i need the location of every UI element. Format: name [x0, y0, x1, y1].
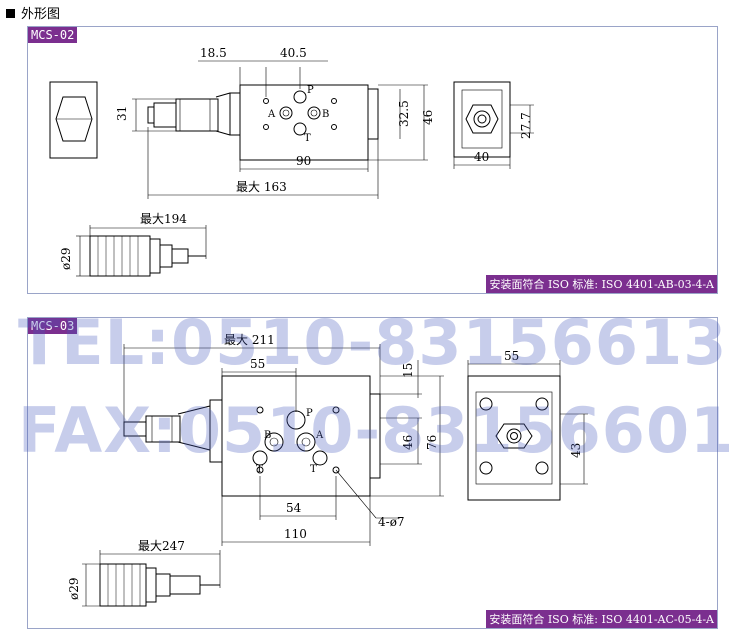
dim-40: 40: [474, 150, 489, 164]
end-view-right: [453, 81, 534, 169]
dim-18-5: 18.5: [200, 46, 227, 60]
port-t1-03: T: [256, 464, 263, 475]
dim-54: 54: [286, 501, 302, 515]
dim-dia-29-03: ø29: [67, 578, 81, 601]
valve-side-view-mcs-03: [123, 375, 381, 497]
port-b: B: [322, 109, 329, 120]
port-a-03: A: [315, 430, 324, 441]
square-bullet-icon: [6, 9, 15, 18]
port-p: P: [307, 85, 314, 96]
valve-side-view: [147, 84, 379, 161]
port-t: T: [304, 133, 311, 144]
dim-40-5: 40.5: [280, 46, 307, 60]
dim-55-right: 55: [504, 349, 519, 363]
panel-footer-mcs-03: 安装面符合 ISO 标准: ISO 4401-AC-05-4-A: [486, 610, 717, 628]
adjust-knob-detail-03: [82, 550, 221, 607]
port-a: A: [267, 109, 276, 120]
dim-46: 46: [421, 110, 435, 125]
dim-110: 110: [284, 527, 307, 541]
port-t2-03: T: [310, 464, 317, 475]
dim-27-7: 27.7: [519, 112, 533, 139]
dimension-lines-mcs-02: [132, 60, 428, 199]
panel-footer-mcs-02: 安装面符合 ISO 标准: ISO 4401-AB-03-4-A: [486, 275, 717, 293]
page-heading: 外形图: [6, 3, 60, 22]
dim-4-holes: 4-ø7: [378, 515, 405, 529]
end-view-right-03: [467, 360, 588, 501]
dim-max-211: 最大 211: [224, 333, 275, 347]
port-b-03: B: [264, 430, 271, 441]
panel-mcs-02: MCS-02 P A B T: [27, 26, 718, 294]
panel-tag-mcs-02: MCS-02: [28, 27, 78, 43]
dim-dia-29: ø29: [59, 248, 73, 271]
dimension-lines-mcs-03: [123, 344, 444, 546]
panel-tag-mcs-03: MCS-03: [28, 318, 78, 334]
dim-15: 15: [401, 363, 415, 378]
adjust-knob-detail: [76, 225, 207, 277]
dim-43: 43: [569, 443, 583, 458]
drawing-mcs-02: P A B T 18.5 40.5 31 32.5 46 90 最大 163: [49, 46, 534, 277]
dim-max-163: 最大 163: [236, 180, 287, 194]
dim-max-194: 最大194: [140, 212, 187, 226]
dim-90: 90: [296, 154, 311, 168]
end-view-left: [49, 81, 98, 159]
dim-31: 31: [115, 106, 129, 121]
dim-max-247: 最大247: [138, 539, 185, 553]
dim-55-top: 55: [250, 357, 265, 371]
panel-mcs-03: MCS-03 P A B T T: [27, 317, 718, 629]
port-p-03: P: [306, 408, 313, 419]
dim-32-5: 32.5: [397, 100, 411, 127]
dim-76: 76: [425, 435, 439, 450]
drawing-mcs-03: P A B T T 最大 211 55 15 46 76 54 110: [67, 333, 588, 607]
heading-text: 外形图: [21, 7, 61, 22]
dim-46-03: 46: [401, 435, 415, 450]
